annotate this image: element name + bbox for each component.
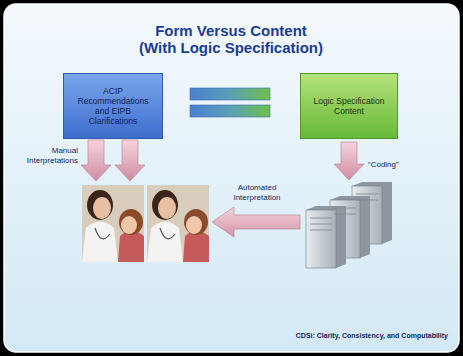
box-text: ACIP Recommendations and EIPB Clarificat… bbox=[70, 86, 156, 127]
hair bbox=[152, 190, 178, 220]
face bbox=[158, 197, 176, 219]
white-coat bbox=[82, 222, 118, 263]
stethoscope bbox=[160, 228, 175, 239]
photo bbox=[82, 185, 144, 262]
equals-bar bbox=[190, 105, 270, 117]
photo bbox=[147, 185, 209, 262]
down-arrow bbox=[81, 140, 111, 181]
child-hair bbox=[184, 209, 208, 235]
left-arrow bbox=[212, 207, 300, 237]
arrow-label: Automated Interpretation bbox=[222, 183, 292, 202]
slide-ground bbox=[4, 4, 459, 352]
server-side bbox=[306, 206, 346, 268]
server-tower bbox=[306, 210, 336, 268]
child-shirt bbox=[118, 231, 144, 262]
equals-bar bbox=[190, 88, 270, 100]
photo-ground bbox=[82, 185, 144, 262]
spec-box: Logic Specification Content bbox=[300, 73, 398, 139]
down-arrow bbox=[334, 142, 364, 180]
down-arrow bbox=[115, 140, 145, 181]
child-shirt bbox=[183, 231, 209, 262]
face bbox=[93, 197, 111, 219]
source-box: ACIP Recommendations and EIPB Clarificat… bbox=[63, 73, 163, 139]
arrow-label: Manual Interpretations bbox=[20, 146, 78, 165]
arrow-label: “Coding” bbox=[368, 160, 418, 170]
child-hair bbox=[119, 209, 143, 235]
server-vents bbox=[310, 194, 378, 230]
servers bbox=[306, 182, 392, 268]
stethoscope bbox=[95, 228, 110, 239]
hair bbox=[87, 190, 113, 220]
child-face bbox=[186, 216, 202, 234]
box-text: Logic Specification Content bbox=[307, 96, 391, 116]
photo-ground bbox=[147, 185, 209, 262]
footer-text: CDSi: Clarity, Consistency, and Computab… bbox=[200, 332, 448, 340]
slide-title: Form Versus Content (With Logic Specific… bbox=[101, 22, 361, 57]
white-coat bbox=[147, 222, 183, 263]
child-face bbox=[121, 216, 137, 234]
